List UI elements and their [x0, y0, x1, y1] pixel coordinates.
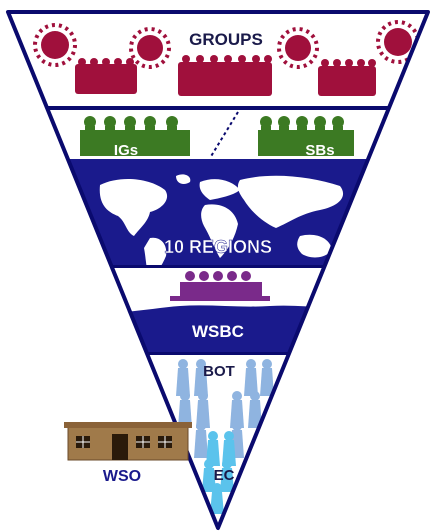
label-ec: EC	[214, 467, 235, 484]
group-table-icon	[75, 55, 376, 96]
tier-igs-sbs	[80, 111, 354, 159]
wsbc-people-icon	[170, 271, 270, 301]
label-wso: WSO	[103, 468, 141, 485]
label-bot: BOT	[203, 363, 235, 380]
divider	[8, 352, 428, 355]
wso-building-icon	[64, 422, 192, 461]
label-igs: IGs	[114, 142, 138, 159]
label-groups: GROUPS	[189, 30, 263, 49]
divider	[8, 265, 428, 268]
igs-people-icon	[80, 116, 190, 156]
label-wsbc: WSBC	[192, 322, 244, 341]
bot-people-icon	[176, 359, 274, 458]
label-regions: 10 REGIONS	[164, 237, 272, 257]
tier-groups	[33, 20, 420, 96]
tier-split-line	[209, 111, 239, 159]
world-map-icon	[99, 174, 344, 280]
sbs-people-icon	[258, 116, 354, 156]
divider	[8, 106, 428, 110]
label-sbs: SBs	[305, 142, 334, 159]
ec-people-icon	[202, 431, 236, 514]
tier-bot-ec	[176, 359, 274, 514]
triangle-outline	[6, 10, 430, 530]
